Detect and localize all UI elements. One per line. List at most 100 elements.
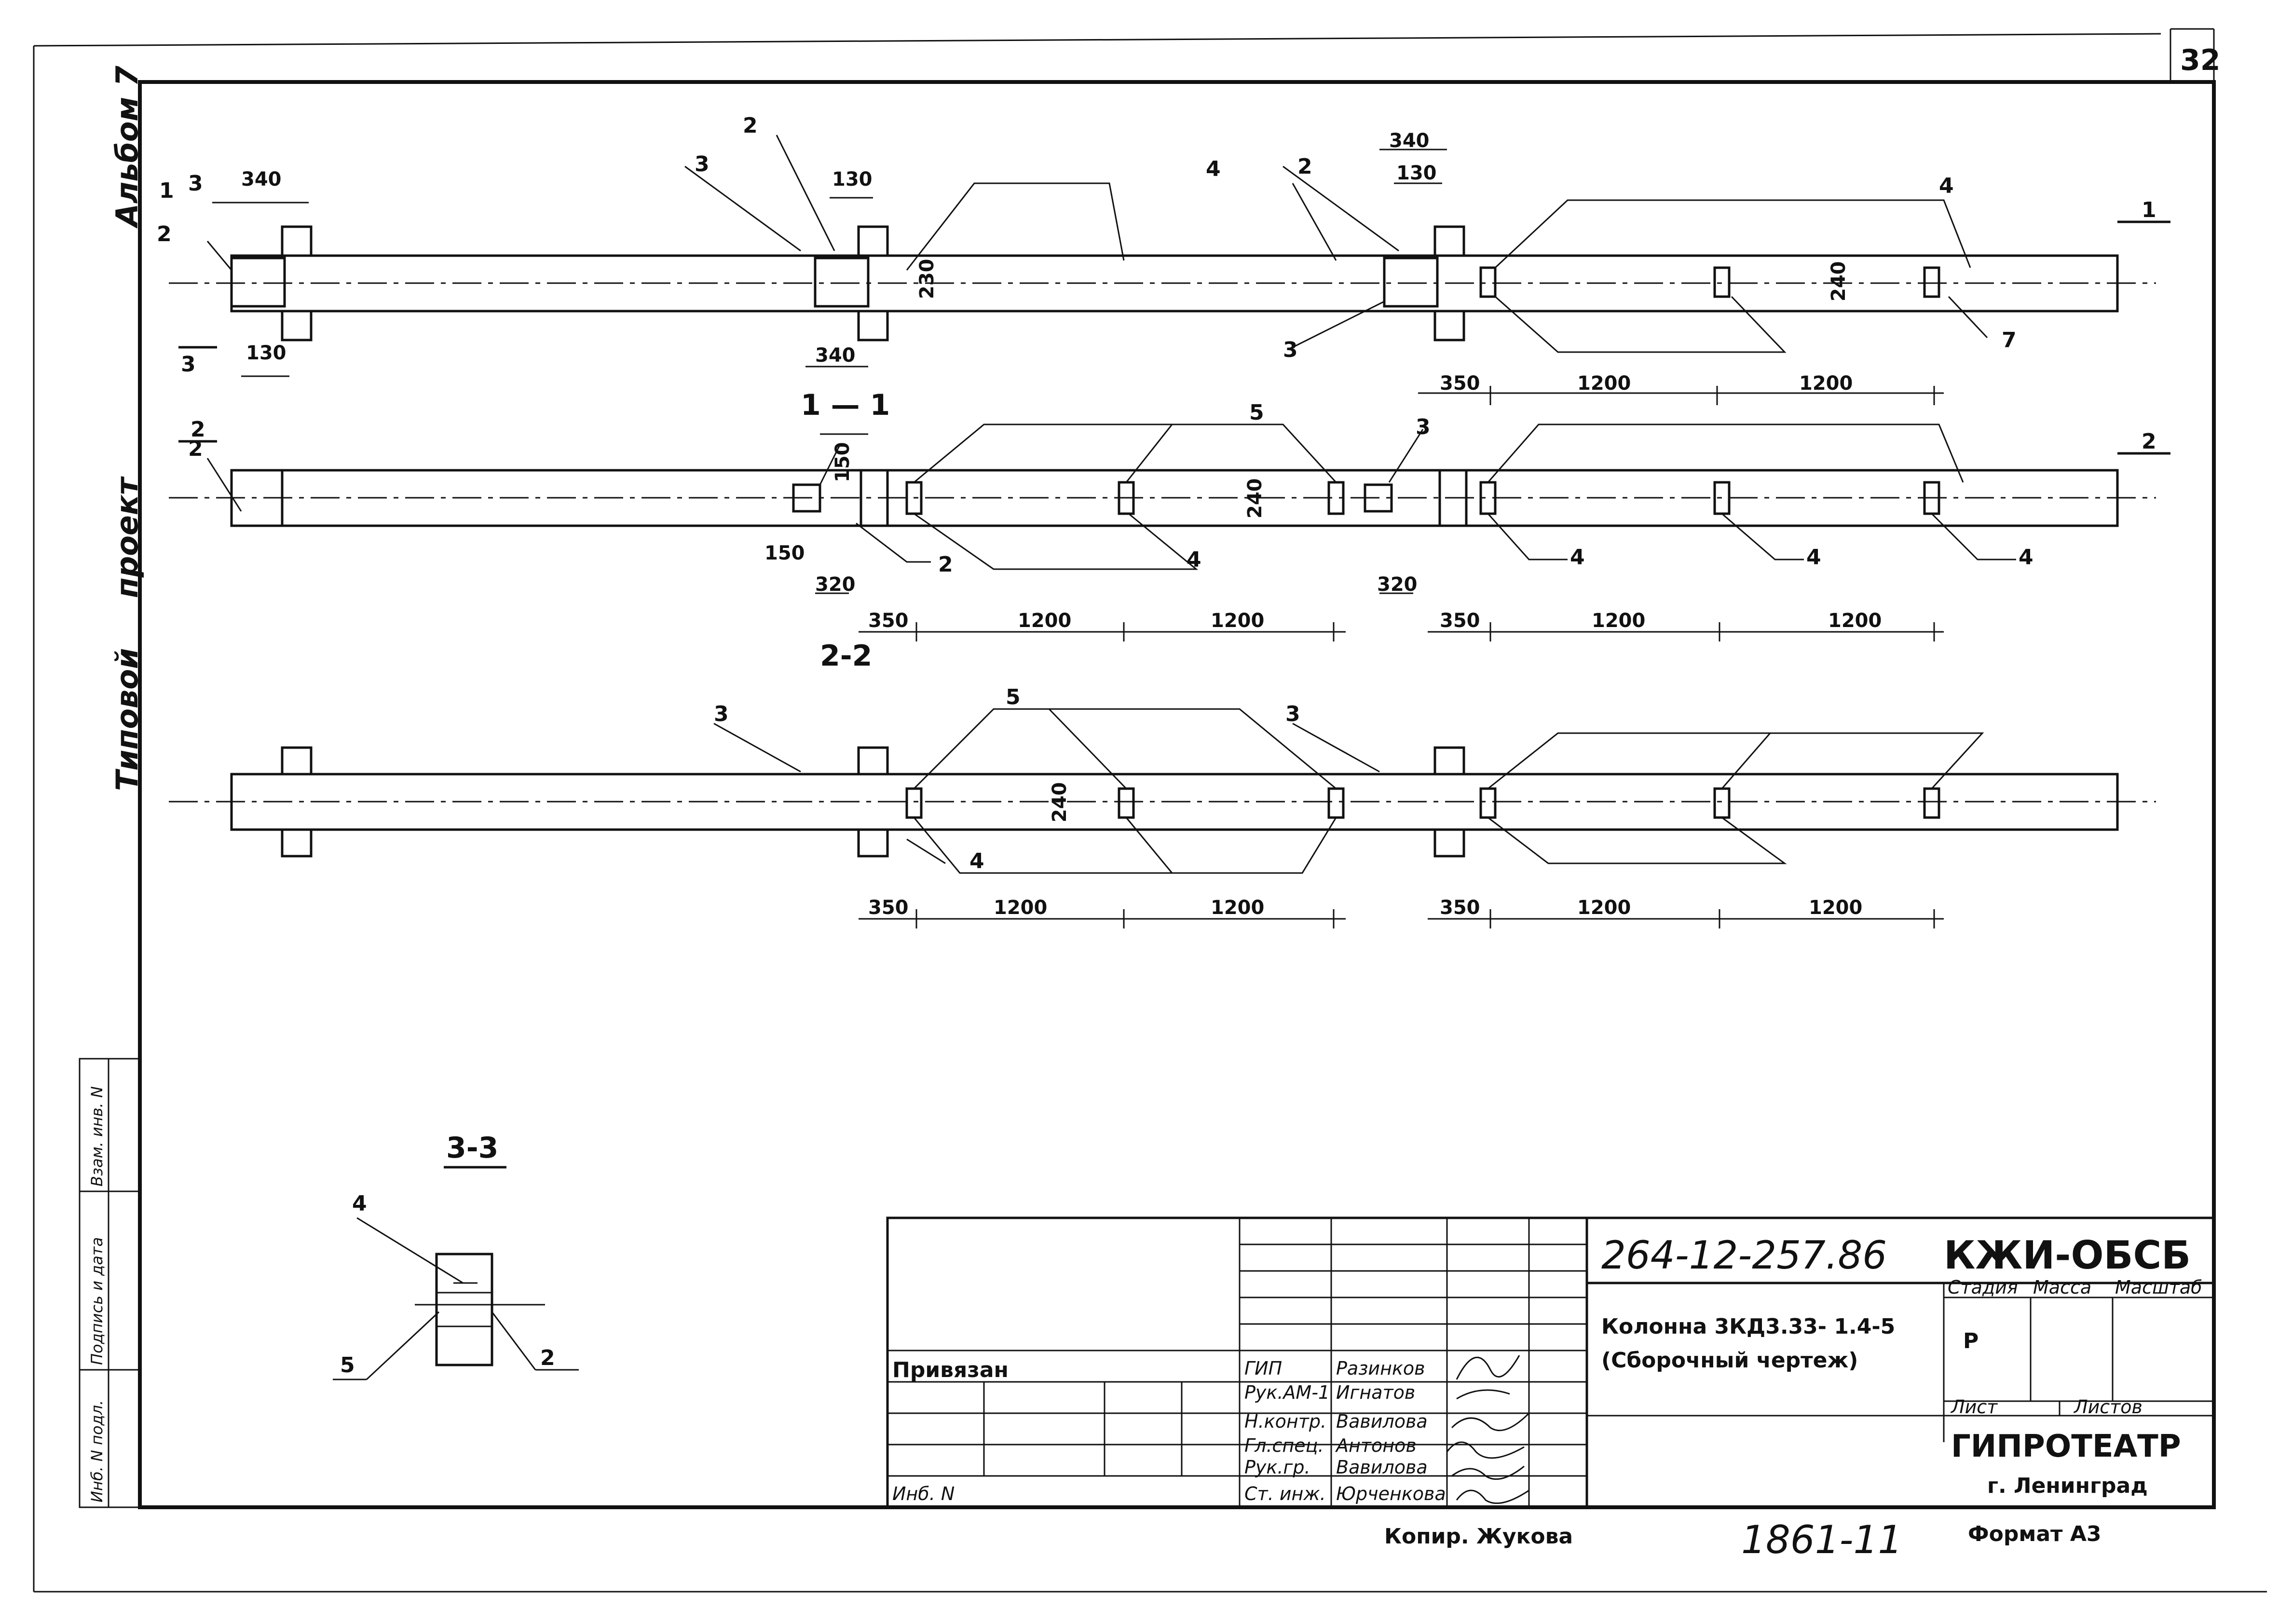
label-4-h: 4 xyxy=(352,1191,367,1216)
sheet-frame xyxy=(33,28,2267,1593)
label-3-a: 3 xyxy=(695,152,710,177)
title-block-grid xyxy=(886,1216,2215,1509)
archive-number: 1861-11 xyxy=(1741,1517,1902,1562)
label-5-a: 5 xyxy=(1249,400,1264,425)
dim-350-b: 350 xyxy=(868,610,909,632)
column-view-3 xyxy=(169,708,2156,928)
label-3-c: 3 xyxy=(1416,415,1431,439)
label-2-c: 2 xyxy=(157,222,172,246)
dim-1200-i: 1200 xyxy=(1577,897,1631,919)
dim-240-a: 240 xyxy=(1828,261,1850,302)
role-0: ГИП xyxy=(1244,1358,1282,1379)
column-view-1 xyxy=(169,135,2170,405)
cut-1-a: 1 xyxy=(159,178,174,203)
label-2-d: 2 xyxy=(188,437,203,461)
dim-350-c: 350 xyxy=(1440,610,1480,632)
doc-code: 264-12-257.86 xyxy=(1601,1233,1887,1278)
stamp-podpis: Подпись и дата xyxy=(88,1237,106,1365)
section-3-3: 3-3 xyxy=(446,1131,498,1165)
label-5-c: 5 xyxy=(340,1353,355,1378)
dim-340-c: 340 xyxy=(815,344,856,367)
label-4-d: 4 xyxy=(1570,545,1585,570)
city: г. Ленинград xyxy=(1987,1474,2148,1498)
label-3-b: 3 xyxy=(1283,338,1298,362)
label-2-b: 2 xyxy=(1297,154,1312,179)
side-typical: Типовой xyxy=(109,648,145,791)
dim-130-c: 130 xyxy=(246,342,287,364)
section-2-2: 2-2 xyxy=(820,639,872,673)
stamp-inv-podl: Инб. N подл. xyxy=(88,1400,106,1502)
label-4-e: 4 xyxy=(1806,545,1821,570)
label-2-a: 2 xyxy=(743,113,758,138)
dim-1200-h: 1200 xyxy=(1211,897,1264,919)
dim-150-a: 150 xyxy=(832,442,854,483)
title-line-2: (Сборочный чертеж) xyxy=(1601,1348,1858,1373)
title-line-1: Колонна 3КД3.33- 1.4-5 xyxy=(1601,1314,1895,1339)
dim-1200-g: 1200 xyxy=(994,897,1047,919)
format: Формат А3 xyxy=(1968,1522,2102,1546)
label-4-g: 4 xyxy=(969,849,984,873)
dim-320-a: 320 xyxy=(815,573,856,596)
section-3-3-drawing xyxy=(333,1166,579,1380)
dim-130-b: 130 xyxy=(1396,162,1437,184)
dim-350-e: 350 xyxy=(1440,897,1480,919)
inv-no: Инб. N xyxy=(892,1483,955,1504)
mass-label: Масса xyxy=(2033,1277,2091,1298)
cut-1-b: 1 xyxy=(2142,198,2156,222)
dim-1200-b: 1200 xyxy=(1799,372,1853,395)
dim-1200-e: 1200 xyxy=(1592,610,1645,632)
name-0: Разинков xyxy=(1336,1358,1425,1379)
label-3-d: 3 xyxy=(714,702,729,726)
dim-1200-j: 1200 xyxy=(1809,897,1862,919)
cut-2-b: 2 xyxy=(2142,429,2156,454)
side-album: Альбом 7 xyxy=(109,65,145,229)
role-1: Рук.АМ-1 xyxy=(1244,1382,1330,1403)
label-4-b: 4 xyxy=(1939,174,1954,198)
name-3: Антонов xyxy=(1335,1435,1417,1456)
name-5: Юрченкова xyxy=(1336,1483,1446,1504)
side-project: проект xyxy=(109,476,145,598)
dim-350-a: 350 xyxy=(1440,372,1480,395)
label-2-e: 2 xyxy=(938,552,953,577)
signatures xyxy=(1446,1355,1530,1504)
org-name: ГИПРОТЕАТР xyxy=(1951,1429,2181,1464)
dim-150-b: 150 xyxy=(764,542,805,564)
sheet-code: КЖИ-ОБСБ xyxy=(1944,1233,2191,1278)
cut-3-a: 3 xyxy=(188,171,203,196)
name-1: Игнатов xyxy=(1336,1382,1415,1403)
dim-1200-f: 1200 xyxy=(1828,610,1882,632)
section-1-1: 1 — 1 xyxy=(801,388,890,422)
label-5-b: 5 xyxy=(1006,685,1021,710)
label-2-f: 2 xyxy=(540,1346,555,1370)
stage-value: Р xyxy=(1963,1329,1979,1353)
scale-label: Масштаб xyxy=(2115,1277,2202,1298)
role-4: Рук.гр. xyxy=(1244,1457,1310,1478)
dim-320-b: 320 xyxy=(1377,573,1418,596)
column-view-2 xyxy=(169,423,2170,641)
cut-2-a: 2 xyxy=(191,417,205,442)
sheet-number: 32 xyxy=(2180,43,2221,77)
side-stamp: Альбом 7 проект Типовой xyxy=(109,65,145,791)
left-stamp: Взам. инв. N Подпись и дата Инб. N подл. xyxy=(79,1058,141,1508)
label-4-a: 4 xyxy=(1206,157,1221,181)
name-2: Вавилова xyxy=(1336,1411,1428,1432)
privyazan: Привязан xyxy=(892,1358,1009,1382)
dim-130-a: 130 xyxy=(832,168,873,191)
copied-by: Копир. Жукова xyxy=(1384,1524,1573,1549)
dim-1200-d: 1200 xyxy=(1211,610,1264,632)
dim-230: 230 xyxy=(916,259,938,300)
dim-240-b: 240 xyxy=(1244,478,1266,519)
stage-label: Стадия xyxy=(1948,1277,2018,1298)
role-5: Ст. инж. xyxy=(1244,1483,1326,1504)
label-7: 7 xyxy=(2002,328,2017,353)
dim-240-c: 240 xyxy=(1049,782,1071,823)
label-4-f: 4 xyxy=(2019,545,2033,570)
dim-1200-c: 1200 xyxy=(1018,610,1071,632)
label-3-e: 3 xyxy=(1285,702,1300,726)
sheets-label: Листов xyxy=(2073,1396,2143,1418)
label-4-c: 4 xyxy=(1187,547,1201,572)
role-3: Гл.спец. xyxy=(1244,1435,1324,1456)
stamp-vzam: Взам. инв. N xyxy=(88,1086,106,1187)
role-2: Н.контр. xyxy=(1244,1411,1326,1432)
